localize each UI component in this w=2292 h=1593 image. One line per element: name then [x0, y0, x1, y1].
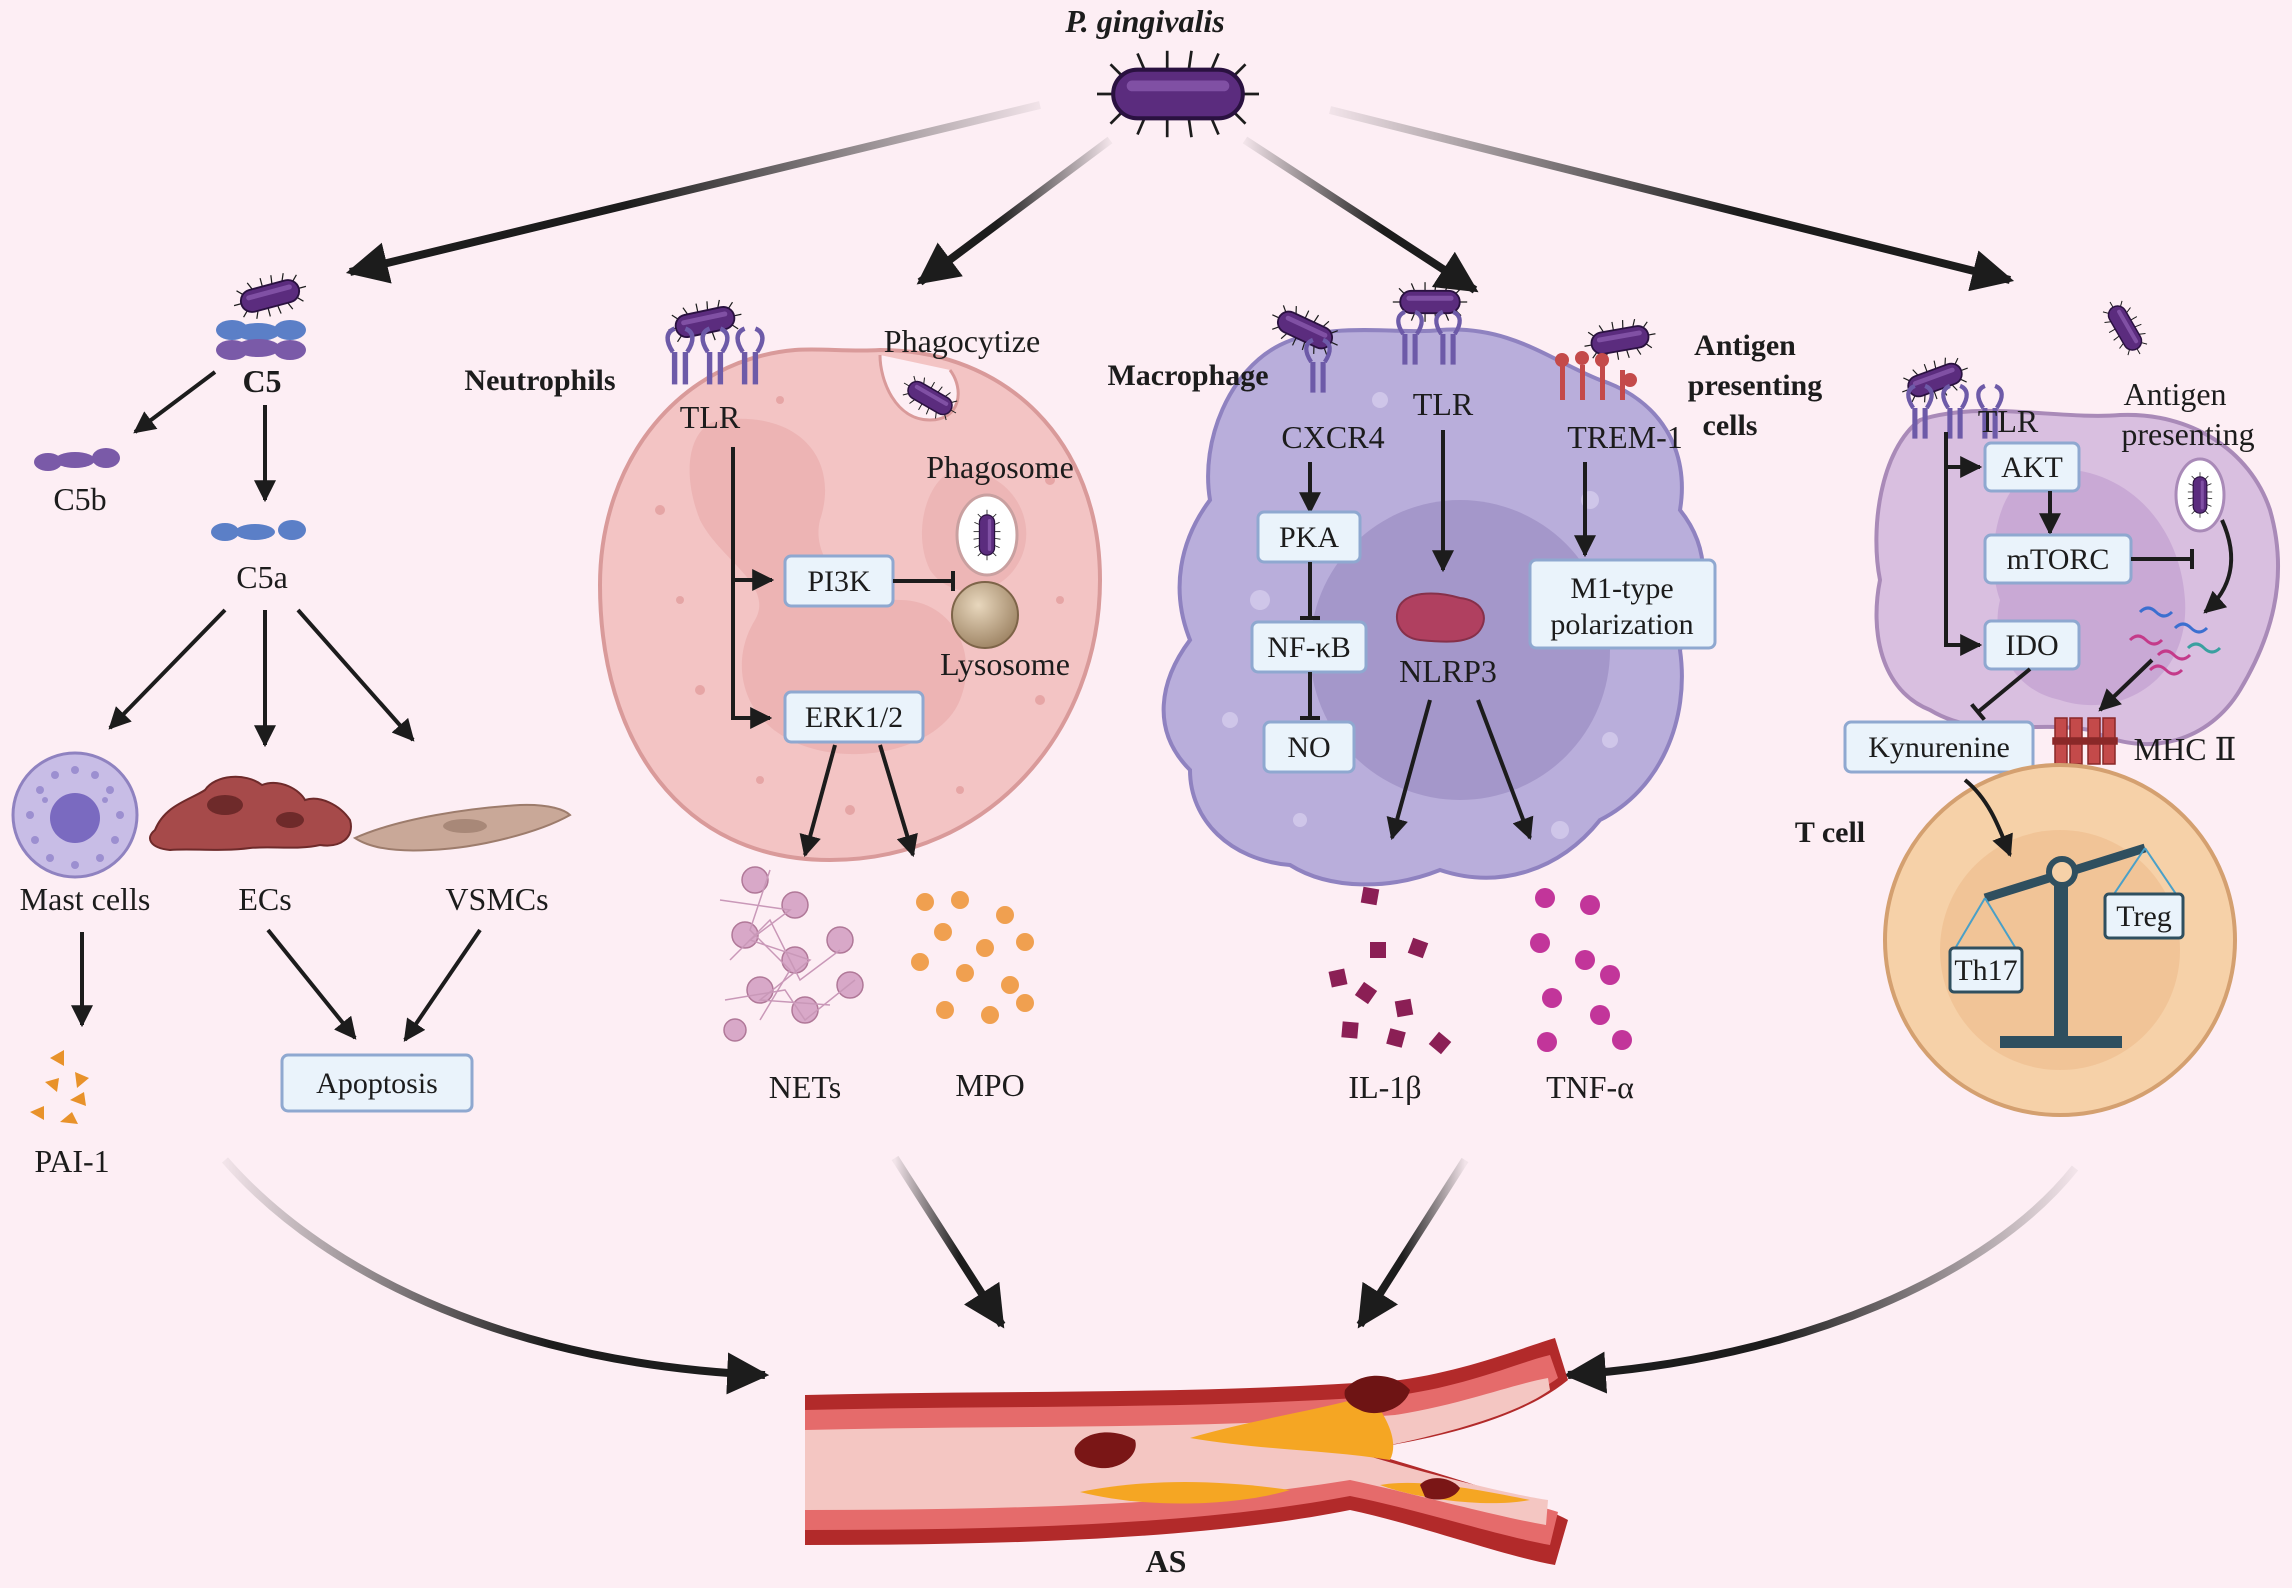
il1b-label: IL-1β: [1348, 1069, 1421, 1105]
mast-cell-icon: [11, 751, 139, 879]
arrow-to-apc: [1329, 106, 2015, 292]
erk-to-mpo-arrow: [878, 744, 918, 858]
vsmcs-label: VSMCs: [445, 881, 548, 917]
lysosome-label: Lysosome: [940, 646, 1070, 682]
mhc-ii-icon: [2052, 717, 2118, 765]
antigen-presenting-line1: Antigen: [2123, 376, 2226, 412]
kynurenine-to-tcell-arrow: [1963, 778, 2013, 858]
tnfa-molecules-icon: [1530, 888, 1632, 1052]
no-label: NO: [1287, 731, 1330, 764]
c5a-label: C5a: [236, 559, 288, 595]
pai1-label: PAI-1: [34, 1143, 109, 1179]
erk-box: [783, 690, 925, 744]
nets-label: NETs: [769, 1069, 841, 1105]
il1b-molecules-icon: [1328, 886, 1452, 1055]
antigen-presenting-line2: presenting: [2121, 416, 2254, 452]
macrophage-to-as-arrow: [1356, 1157, 1469, 1329]
arrow-to-complement: [345, 101, 1041, 284]
arrow-ecs-to-apoptosis: [266, 928, 357, 1040]
c5b-label: C5b: [53, 481, 106, 517]
tcell-label: T cell: [1795, 816, 1865, 849]
tlr-to-ido-line: [1944, 432, 1983, 656]
c5-protein-icon: [216, 320, 306, 360]
th17-treg-balance-icon: [1948, 843, 2185, 1048]
antigen-processing-arrow: [2203, 519, 2234, 614]
nlrp3-to-tnfa-arrow: [1476, 699, 1534, 841]
arrow-c5-to-c5b: [133, 370, 217, 434]
erk-label: ERK1/2: [805, 701, 903, 734]
arrow-to-macrophage: [1242, 136, 1479, 294]
c5b-protein-icon: [34, 448, 120, 471]
arrow-vsmcs-to-apoptosis: [403, 928, 482, 1042]
lysosome-icon: [951, 581, 1019, 649]
neutrophils-to-as-arrow: [891, 1155, 1006, 1329]
tlr-to-erk-arrow: [731, 447, 773, 729]
vsmcs-icon: [352, 803, 572, 852]
akt-label: AKT: [2001, 451, 2063, 484]
ecs-label: ECs: [238, 881, 291, 917]
arrow-c5a-to-mast: [108, 608, 227, 730]
th17-label: Th17: [1954, 954, 2017, 987]
antigen-peptides-icon: [2128, 606, 2222, 676]
apc-title-line3: cells: [1703, 409, 1758, 442]
erk-to-nets-arrow: [799, 744, 837, 858]
kynurenine-label: Kynurenine: [1868, 731, 2010, 764]
neutrophil-tlr-label: TLR: [680, 399, 741, 435]
ido-box: [1983, 619, 2081, 671]
pi3k-label: PI3K: [807, 565, 871, 598]
kynurenine-box: [1843, 720, 2035, 774]
mpo-label: MPO: [955, 1067, 1024, 1103]
peptides-to-mhc-arrow: [2098, 658, 2154, 712]
apc-title-line1: Antigen: [1694, 329, 1796, 362]
m1-line2: polarization: [1550, 608, 1693, 641]
pka-label: PKA: [1279, 521, 1339, 554]
apoptosis-label: Apoptosis: [316, 1067, 438, 1100]
phagosome-label: Phagosome: [926, 449, 1074, 485]
endothelial-cells-icon: [149, 775, 352, 852]
phagocytize-label: Phagocytize: [884, 323, 1040, 359]
no-box: [1262, 720, 1356, 774]
tnfa-label: TNF-α: [1546, 1069, 1634, 1105]
nets-icon: [719, 866, 864, 1042]
nlrp3-label: NLRP3: [1399, 653, 1497, 689]
neutrophils-title: Neutrophils: [464, 364, 615, 397]
apc-tlr-label: TLR: [1978, 403, 2039, 439]
mast-cells-label: Mast cells: [20, 881, 151, 917]
ido-to-kynurenine: [1970, 667, 2032, 721]
atherosclerotic-artery-icon: [805, 1338, 1568, 1565]
treg-label: Treg: [2116, 900, 2172, 933]
c5-label: C5: [242, 363, 281, 399]
apc-to-as-arrow: [1563, 1165, 2079, 1394]
nlrp3-to-il1b-arrow: [1386, 699, 1432, 841]
trem1-receptor-icon: [1555, 351, 1637, 400]
mtorc-label: mTORC: [2007, 543, 2110, 576]
title-pgingivalis: P. gingivalis: [1064, 3, 1224, 39]
apc-title-line2: presenting: [1688, 369, 1822, 402]
m1-polarization-box: [1528, 558, 1717, 650]
arrow-c5a-to-vsmcs: [296, 608, 415, 742]
cxcr4-label: CXCR4: [1281, 419, 1384, 455]
m1-line1: M1-type: [1570, 572, 1673, 605]
nfkb-label: NF-κB: [1267, 631, 1350, 664]
pai1-molecules-icon: [30, 1050, 89, 1124]
mpo-molecules-icon: [911, 891, 1034, 1024]
nlrp3-icon: [1395, 592, 1485, 643]
trem1-label: TREM-1: [1567, 419, 1683, 455]
ido-label: IDO: [2005, 629, 2058, 662]
akt-box: [1983, 441, 2081, 493]
macrophage-tlr-label: TLR: [1413, 386, 1474, 422]
c5a-protein-icon: [211, 520, 306, 541]
as-label: AS: [1146, 1543, 1187, 1579]
apoptosis-box: [280, 1053, 474, 1113]
arrow-to-neutrophils: [916, 136, 1113, 286]
mhc-label: MHC Ⅱ: [2134, 731, 2237, 767]
complement-to-as-arrow: [221, 1157, 770, 1395]
macrophage-title: Macrophage: [1107, 359, 1268, 392]
